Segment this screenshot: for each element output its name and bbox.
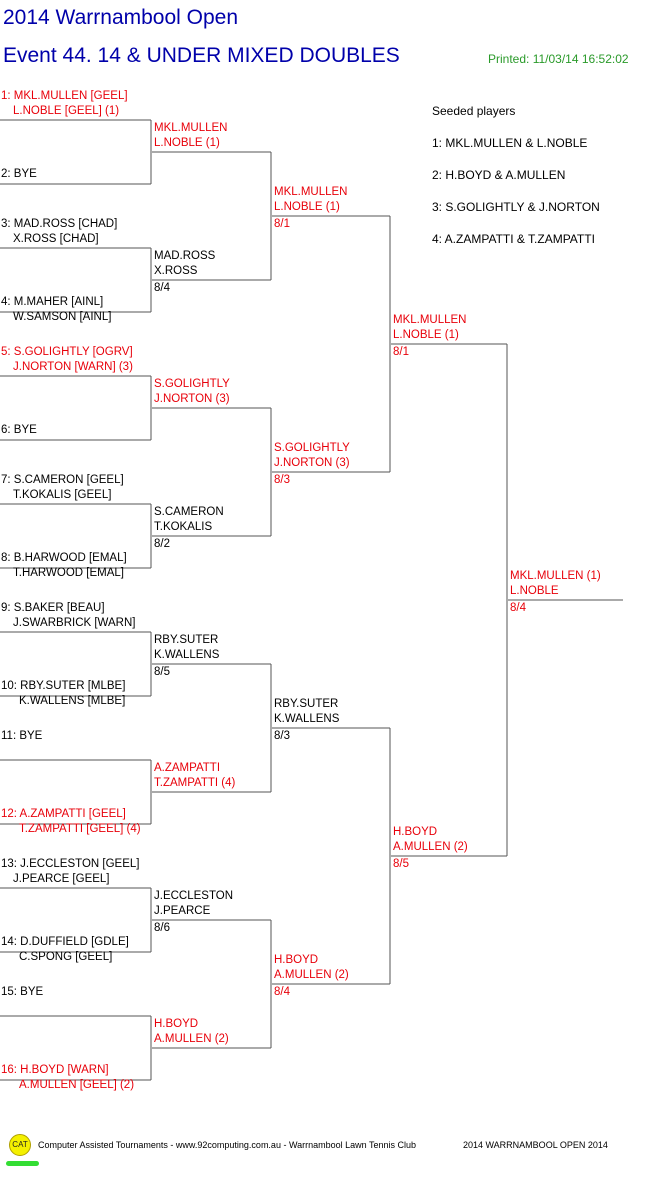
round4-slot-2-line2: A.MULLEN (2)	[393, 841, 468, 853]
round2-slot-2-score: 8/4	[154, 282, 170, 294]
seeded-player-1: 1: MKL.MULLEN & L.NOBLE	[432, 136, 588, 150]
round4-slot-1-score: 8/1	[393, 346, 409, 358]
round1-slot-8-line1: 8: B.HARWOOD [EMAL]	[1, 552, 127, 564]
seeded-player-3: 3: S.GOLIGHTLY & J.NORTON	[432, 200, 600, 214]
round1-slot-5-line2: J.NORTON [WARN] (3)	[13, 361, 133, 373]
round2-slot-3-line2: J.NORTON (3)	[154, 393, 230, 405]
round1-slot-16-line1: 16: H.BOYD [WARN]	[1, 1064, 109, 1076]
round1-slot-13-line1: 13: J.ECCLESTON [GEEL]	[1, 858, 140, 870]
round1-slot-10-line2: K.WALLENS [MLBE]	[19, 695, 126, 707]
round4-slot-2-score: 8/5	[393, 858, 409, 870]
round3-slot-3-score: 8/3	[274, 730, 290, 742]
round1-slot-3-line1: 3: MAD.ROSS [CHAD]	[1, 218, 118, 230]
round1-slot-8-line2: T.HARWOOD [EMAL]	[13, 567, 124, 579]
round2-slot-4-line2: T.KOKALIS	[154, 521, 213, 533]
round4-slot-1-line1: MKL.MULLEN	[393, 314, 467, 326]
round2-slot-5-line1: RBY.SUTER	[154, 634, 219, 646]
round1-slot-5-line1: 5: S.GOLIGHTLY [OGRV]	[1, 346, 133, 358]
round3-slot-2-line1: S.GOLIGHTLY	[274, 442, 350, 454]
round2-slot-5-line2: K.WALLENS	[154, 649, 220, 661]
round2-slot-2-line2: X.ROSS	[154, 265, 198, 277]
champion-line2: L.NOBLE	[510, 585, 559, 597]
round2-slot-1-line2: L.NOBLE (1)	[154, 137, 220, 149]
round1-slot-12-line2: T.ZAMPATTI [GEEL] (4)	[19, 823, 141, 835]
round1-slot-14-line1: 14: D.DUFFIELD [GDLE]	[1, 936, 129, 948]
round2-slot-8-line2: A.MULLEN (2)	[154, 1033, 229, 1045]
round1-slot-2-line1: 2: BYE	[1, 168, 37, 180]
cat-logo: CAT	[9, 1134, 31, 1156]
round2-slot-5-score: 8/5	[154, 666, 170, 678]
round2-slot-4-score: 8/2	[154, 538, 170, 550]
event-title: Event 44. 14 & UNDER MIXED DOUBLES	[3, 44, 400, 67]
round3-slot-4-line2: A.MULLEN (2)	[274, 969, 349, 981]
round1-slot-15-line1: 15: BYE	[1, 986, 44, 998]
round2-slot-2-line1: MAD.ROSS	[154, 250, 216, 262]
seeded-player-4: 4: A.ZAMPATTI & T.ZAMPATTI	[432, 232, 595, 246]
round1-slot-9-line2: J.SWARBRICK [WARN]	[13, 617, 136, 629]
tournament-title: 2014 Warrnambool Open	[3, 6, 239, 29]
round2-slot-4-line1: S.CAMERON	[154, 506, 224, 518]
round2-slot-7-score: 8/6	[154, 922, 170, 934]
round3-slot-1-line1: MKL.MULLEN	[274, 186, 348, 198]
round1-slot-13-line2: J.PEARCE [GEEL]	[13, 873, 110, 885]
round3-slot-2-score: 8/3	[274, 474, 290, 486]
seeded-players-title: Seeded players	[432, 104, 516, 118]
round1-slot-7-line1: 7: S.CAMERON [GEEL]	[1, 474, 124, 486]
round3-slot-1-line2: L.NOBLE (1)	[274, 201, 340, 213]
round1-slot-12-line1: 12: A.ZAMPATTI [GEEL]	[1, 808, 126, 820]
round3-slot-3-line2: K.WALLENS	[274, 713, 340, 725]
round2-slot-7-line1: J.ECCLESTON	[154, 890, 234, 902]
printed-timestamp: Printed: 11/03/14 16:52:02	[488, 52, 629, 66]
round2-slot-7-line2: J.PEARCE	[154, 905, 211, 917]
round1-slot-4-line2: W.SAMSON [AINL]	[13, 311, 112, 323]
round3-slot-1-score: 8/1	[274, 218, 290, 230]
round1-slot-16-line2: A.MULLEN [GEEL] (2)	[19, 1079, 135, 1091]
round2-slot-6-line2: T.ZAMPATTI (4)	[154, 777, 236, 789]
round4-slot-1-line2: L.NOBLE (1)	[393, 329, 459, 341]
cat-logo-underline	[6, 1161, 39, 1166]
round1-slot-9-line1: 9: S.BAKER [BEAU]	[1, 602, 105, 614]
round1-slot-6-line1: 6: BYE	[1, 424, 37, 436]
round1-slot-14-line2: C.SPONG [GEEL]	[19, 951, 113, 963]
round3-slot-2-line2: J.NORTON (3)	[274, 457, 350, 469]
champion-score: 8/4	[510, 602, 526, 614]
footer-tournament: 2014 WARRNAMBOOL OPEN 2014	[463, 1140, 608, 1150]
round1-slot-4-line1: 4: M.MAHER [AINL]	[1, 296, 104, 308]
round2-slot-6-line1: A.ZAMPATTI	[154, 762, 221, 774]
round1-slot-1-line1: 1: MKL.MULLEN [GEEL]	[1, 90, 128, 102]
round2-slot-1-line1: MKL.MULLEN	[154, 122, 228, 134]
round1-slot-11-line1: 11: BYE	[1, 730, 43, 742]
round1-slot-10-line1: 10: RBY.SUTER [MLBE]	[1, 680, 126, 692]
footer-credit: Computer Assisted Tournaments - www.92co…	[38, 1140, 417, 1150]
round3-slot-4-score: 8/4	[274, 986, 290, 998]
round2-slot-3-line1: S.GOLIGHTLY	[154, 378, 230, 390]
round3-slot-4-line1: H.BOYD	[274, 954, 319, 966]
round1-slot-1-line2: L.NOBLE [GEEL] (1)	[13, 105, 120, 117]
round3-slot-3-line1: RBY.SUTER	[274, 698, 339, 710]
round1-slot-7-line2: T.KOKALIS [GEEL]	[13, 489, 112, 501]
seeded-player-2: 2: H.BOYD & A.MULLEN	[432, 168, 566, 182]
champion-line1: MKL.MULLEN (1)	[510, 570, 601, 582]
round4-slot-2-line1: H.BOYD	[393, 826, 438, 838]
round1-slot-3-line2: X.ROSS [CHAD]	[13, 233, 99, 245]
round2-slot-8-line1: H.BOYD	[154, 1018, 199, 1030]
